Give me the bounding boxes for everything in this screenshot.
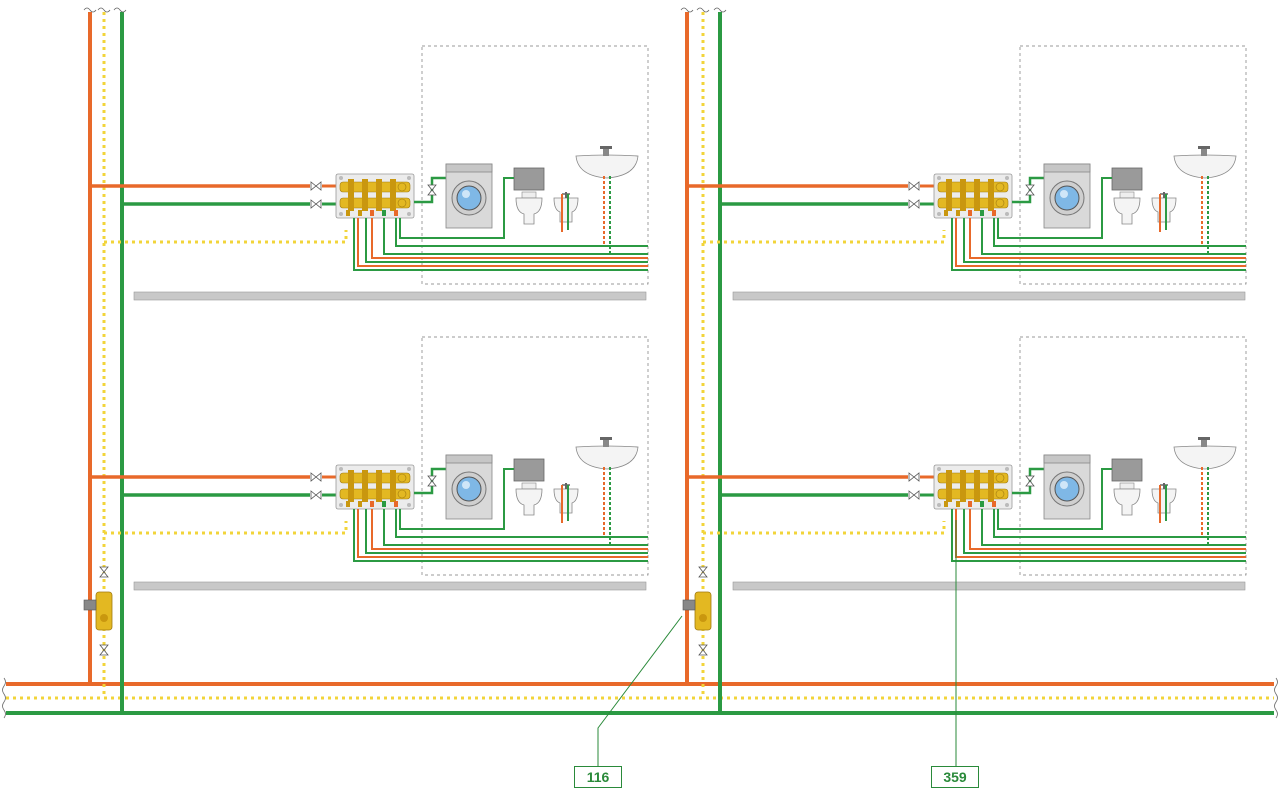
fixture-supply-line: [951, 218, 1246, 271]
bidet-icon: [1151, 191, 1177, 223]
washing-machine-icon: [445, 454, 493, 520]
shutoff-valve-icon: [908, 181, 920, 191]
manifold-icon: [335, 464, 415, 510]
shutoff-valve-icon: [310, 490, 322, 500]
bathroom-outline: [421, 45, 649, 285]
fixture-supply-line: [357, 509, 648, 558]
toilet-icon: [513, 458, 545, 516]
riser-right: [680, 7, 727, 713]
fixture-supply-line: [963, 509, 1246, 554]
manifold-icon: [335, 173, 415, 219]
shutoff-valve-icon: [310, 199, 322, 209]
shutoff-valve-icon: [908, 199, 920, 209]
apartment-unit: [687, 336, 1247, 576]
toilet-icon: [513, 167, 545, 225]
bathroom-outline: [421, 336, 649, 576]
shutoff-valve-icon: [1025, 184, 1035, 196]
callout-mixer-ref: 116: [574, 766, 622, 788]
fixture-supply-line: [371, 218, 648, 259]
fixture-supply-line: [365, 509, 648, 554]
washing-machine-icon: [1043, 454, 1091, 520]
fixture-supply-line: [969, 509, 1246, 550]
fixture-supply-line: [951, 509, 1246, 562]
fixture-supply-line: [981, 509, 1246, 546]
recirculation-branch: [703, 230, 946, 244]
fixture-supply-line: [969, 218, 1246, 259]
recirculation-branch: [703, 521, 946, 535]
toilet-icon: [1111, 458, 1143, 516]
fixture-supply-line: [365, 218, 648, 263]
riser-left: [83, 7, 127, 713]
apartment-unit: [90, 336, 649, 576]
fixture-supply-line: [395, 218, 648, 247]
shutoff-valve-icon: [908, 490, 920, 500]
fixture-supply-line: [357, 218, 648, 267]
washbasin-icon: [1173, 145, 1237, 179]
fixture-supply-line: [383, 509, 648, 546]
shutoff-valve-icon: [99, 566, 109, 578]
washing-machine-icon: [1043, 163, 1091, 229]
bidet-icon: [553, 482, 579, 514]
fixture-supply-line: [353, 218, 648, 271]
manifold-icon: [933, 464, 1013, 510]
floor-slabs: [133, 291, 1246, 591]
fixture-supply-line: [395, 509, 648, 538]
bathroom-outline: [1019, 45, 1247, 285]
callout-manifold-ref: 359: [931, 766, 979, 788]
shutoff-valve-icon: [427, 475, 437, 487]
shutoff-valve-icon: [310, 181, 322, 191]
thermostatic-mixer-icon: [83, 591, 113, 631]
shutoff-valve-icon: [99, 644, 109, 656]
thermostatic-mixer-icon: [682, 591, 712, 631]
apartment-unit: [687, 45, 1247, 285]
bidet-icon: [553, 191, 579, 223]
shutoff-valve-icon: [1025, 475, 1035, 487]
bidet-icon: [1151, 482, 1177, 514]
fixture-supply-line: [955, 218, 1246, 267]
fixture-supply-line: [981, 218, 1246, 255]
washbasin-icon: [1173, 436, 1237, 470]
toilet-icon: [1111, 167, 1143, 225]
shutoff-valve-icon: [427, 184, 437, 196]
fixture-supply-line: [353, 509, 648, 562]
bathroom-outline: [1019, 336, 1247, 576]
washbasin-icon: [575, 436, 639, 470]
fixture-supply-line: [371, 509, 648, 550]
shutoff-valve-icon: [698, 566, 708, 578]
fixture-supply-line: [383, 218, 648, 255]
main-distribution-lines: [2, 677, 1278, 719]
fixture-supply-line: [963, 218, 1246, 263]
recirculation-branch: [104, 230, 348, 244]
shutoff-valve-icon: [908, 472, 920, 482]
shutoff-valve-icon: [310, 472, 322, 482]
fixture-supply-line: [993, 509, 1246, 538]
callout-leaders: [597, 520, 957, 766]
washing-machine-icon: [445, 163, 493, 229]
recirculation-branch: [104, 521, 348, 535]
washbasin-icon: [575, 145, 639, 179]
fixture-supply-line: [993, 218, 1246, 247]
apartment-unit: [90, 45, 649, 285]
shutoff-valve-icon: [698, 644, 708, 656]
manifold-icon: [933, 173, 1013, 219]
